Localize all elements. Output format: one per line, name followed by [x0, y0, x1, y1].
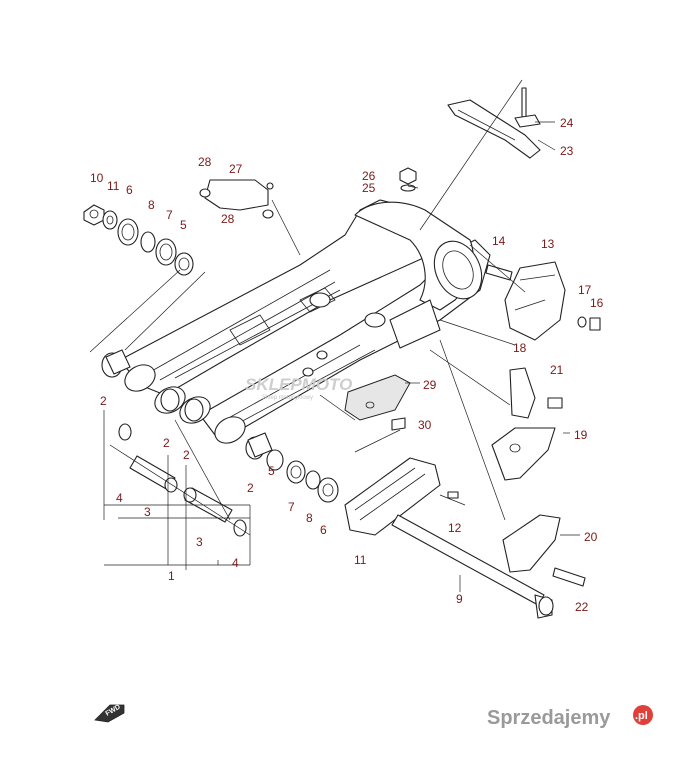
label-8: 8: [148, 198, 155, 212]
sprzedajemy-watermark: Sprzedajemy .pl: [487, 705, 653, 729]
label-4-b: 4: [232, 556, 239, 570]
brackets-18-19-20: [491, 367, 586, 587]
swingarm: [119, 199, 491, 444]
label-13: 12: [448, 521, 462, 535]
label-3-b: 3: [196, 535, 203, 549]
plate-29: [302, 350, 411, 431]
watermark-logo-subtext: Sklep motocyklowy: [262, 395, 313, 401]
chain-slider: [344, 457, 459, 536]
label-7-b: 7: [288, 500, 295, 514]
label-14: 13: [541, 237, 555, 251]
rear-seal-stack: [245, 432, 339, 503]
label-2-a: 2: [100, 394, 107, 408]
label-5-b: 5: [268, 464, 275, 478]
sklepmoto-watermark: SKLEPMOTO Sklep motocyklowy: [245, 375, 352, 401]
needle-bearings-left: [101, 349, 204, 422]
label-19: 19: [574, 428, 588, 442]
front-left-seal-stack: [83, 204, 194, 276]
label-29: 29: [423, 378, 437, 392]
label-4-a: 4: [116, 491, 123, 505]
label-21: 21: [550, 363, 564, 377]
label-22: 22: [575, 600, 589, 614]
label-24: 24: [560, 116, 574, 130]
label-9: 9: [456, 592, 463, 606]
label-7: 7: [166, 208, 173, 222]
chain-guard-upper: [447, 87, 541, 159]
label-16: 16: [590, 296, 604, 310]
site-watermark-text: Sprzedajemy: [487, 707, 611, 729]
label-15: 14: [492, 234, 506, 248]
label-20: 20: [584, 530, 598, 544]
part-labels: 10 11 6 8 7 5 28 27 28 26 25 24 23 14 13…: [90, 116, 604, 614]
label-25: 25: [362, 181, 376, 195]
label-6: 6: [126, 183, 133, 197]
label-2-c: 2: [183, 448, 190, 462]
label-5: 5: [180, 218, 187, 232]
nut-washer-25-26: [399, 167, 417, 192]
watermark-logo-text: SKLEPMOTO: [245, 375, 352, 394]
label-17: 17: [578, 283, 592, 297]
bracket-27: [199, 179, 274, 219]
label-2-b: 2: [163, 436, 170, 450]
leader-lines: [89, 79, 580, 592]
site-watermark-suffix: .pl: [635, 710, 648, 722]
label-28-lower: 28: [221, 212, 235, 226]
bracket-14: [485, 261, 601, 341]
label-12: 11: [354, 553, 367, 567]
label-28-upper: 28: [198, 155, 212, 169]
label-10: 10: [90, 171, 104, 185]
label-18: 18: [513, 341, 527, 355]
pivot-shaft: [391, 514, 554, 619]
label-27: 27: [229, 162, 243, 176]
label-2-d: 2: [247, 481, 254, 495]
label-6-b: 6: [320, 523, 327, 537]
label-1: 1: [168, 569, 175, 583]
label-11: 11: [107, 179, 120, 193]
label-30: 30: [418, 418, 432, 432]
label-23: 23: [560, 144, 574, 158]
label-26: 26: [362, 169, 376, 183]
label-3-a: 3: [144, 505, 151, 519]
label-8-b: 8: [306, 511, 313, 525]
forward-arrow-icon: FWD: [94, 704, 125, 723]
